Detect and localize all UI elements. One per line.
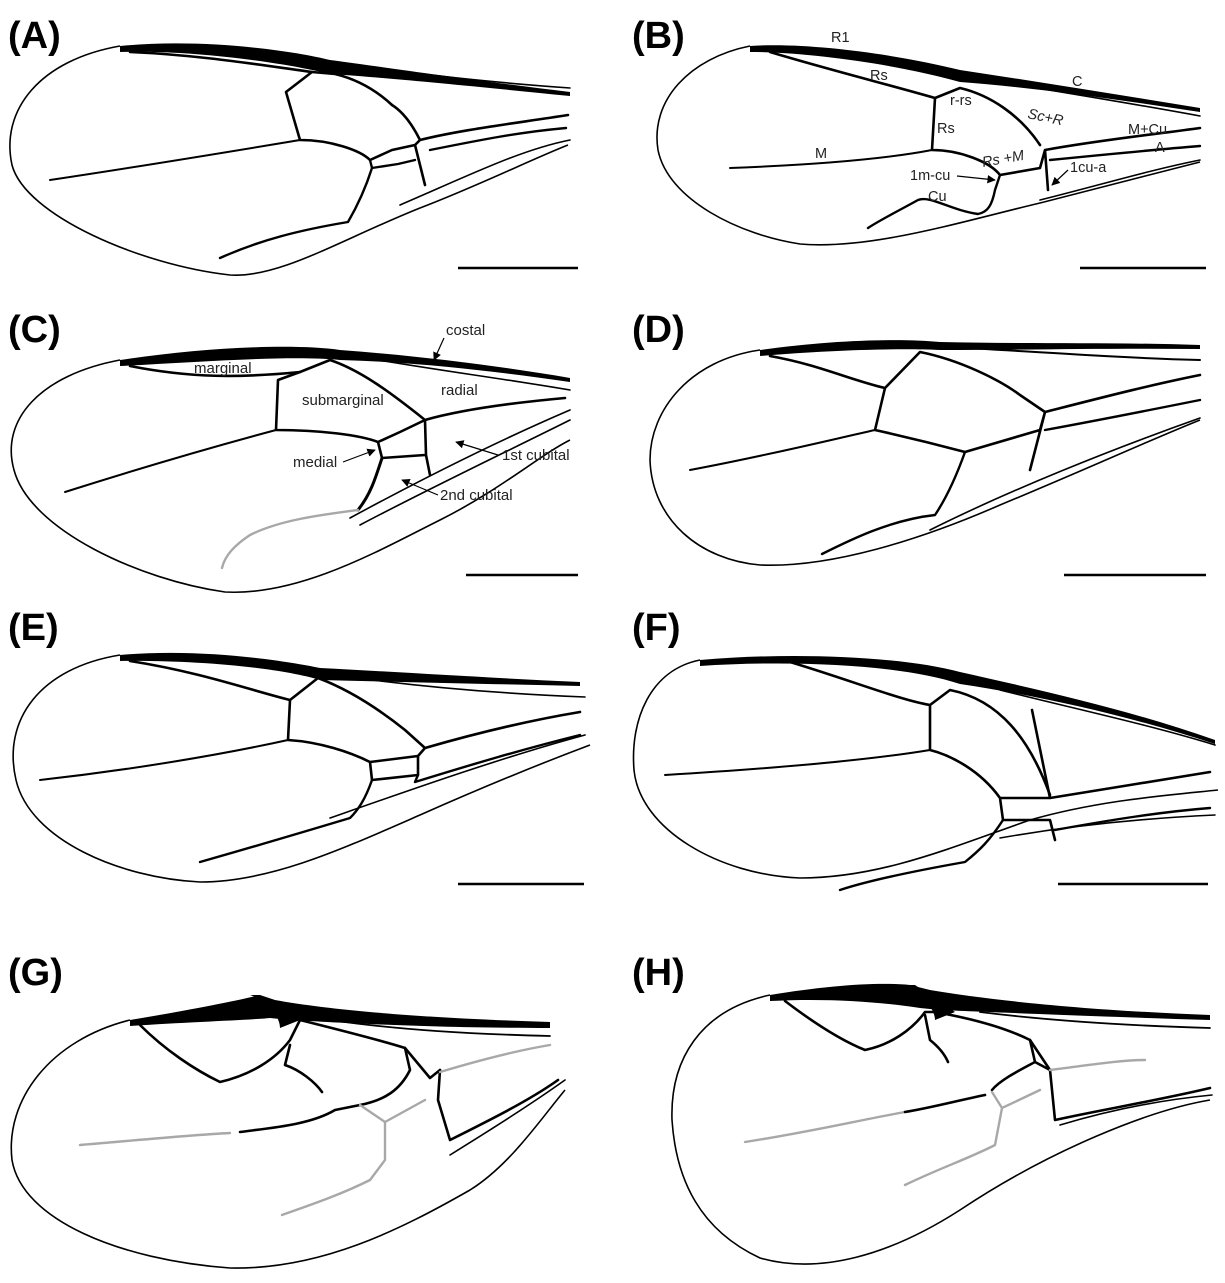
- wing-outline-f: [634, 660, 1218, 878]
- cubital-veins-d: [822, 400, 1200, 554]
- arrow-1cu-a: [1052, 170, 1068, 185]
- anal-vein-b: [1040, 160, 1200, 200]
- medial-vein-a: [50, 140, 300, 180]
- wing-outline-e: [13, 655, 590, 882]
- medial-vein-b: [730, 150, 932, 168]
- label-2nd-cubital: 2nd cubital: [440, 487, 513, 504]
- panel-label-c: (C): [8, 309, 61, 351]
- anal-vein-e: [330, 735, 585, 818]
- panel-g: (G): [8, 952, 565, 1268]
- label-1cu-a: 1cu-a: [1070, 160, 1107, 176]
- cubital-veins-b: [868, 146, 1200, 228]
- costal-margin-b: [750, 45, 1200, 112]
- panel-label-e: (E): [8, 607, 59, 649]
- medial-vein-c: [65, 430, 276, 492]
- anal-vein-d: [930, 418, 1200, 530]
- panel-h: (H): [632, 952, 1212, 1264]
- label-submarginal: submarginal: [302, 392, 384, 409]
- cubital-veins-e: [200, 735, 580, 862]
- medial-vein-f: [665, 750, 930, 775]
- panel-label-f: (F): [632, 607, 681, 649]
- wing-outline-d: [650, 350, 1200, 565]
- wing-outline-b: [657, 46, 1200, 245]
- label-medial: medial: [293, 454, 337, 471]
- panel-label-a: (A): [8, 15, 61, 57]
- label-1st-cubital: 1st cubital: [502, 447, 570, 464]
- panel-label-d: (D): [632, 309, 685, 351]
- anal-vein-f: [1000, 815, 1215, 838]
- wing-outline-h: [672, 995, 1210, 1264]
- arrow-costal: [434, 338, 444, 360]
- anal-vein-a: [400, 140, 570, 205]
- cell-veins-d: [875, 375, 1200, 470]
- label-c: C: [1072, 74, 1082, 90]
- panel-d: (D): [632, 309, 1206, 575]
- medial-dark-h: [905, 1095, 985, 1112]
- label-m: M: [815, 146, 827, 162]
- radial-vein-d: [770, 352, 1045, 412]
- label-a: A: [1155, 140, 1165, 156]
- panel-label-b: (B): [632, 15, 685, 57]
- wing-outline-c: [11, 360, 570, 592]
- faint-vein-c: [222, 510, 358, 568]
- subcostal-vein-b: [990, 80, 1200, 116]
- panel-f: (F): [632, 607, 1218, 890]
- arrow-medial: [343, 450, 375, 462]
- label-marginal: marginal: [194, 360, 252, 377]
- faint-veins-g: [282, 1045, 550, 1215]
- panel-label-h: (H): [632, 952, 685, 994]
- label-r-rs: r-rs: [950, 93, 972, 109]
- label-radial: radial: [441, 382, 478, 399]
- anal-veins-c: [350, 410, 570, 525]
- panel-a: (A): [8, 15, 578, 275]
- panel-e: (E): [8, 607, 590, 884]
- cell-veins-g: [240, 1045, 558, 1140]
- medial-vein-d: [690, 430, 875, 470]
- cell-veins-e: [288, 700, 580, 780]
- label-m-cu: M+Cu: [1128, 122, 1167, 138]
- costal-margin-e: [120, 653, 580, 686]
- label-r1: R1: [831, 30, 850, 46]
- label-rs-m: Rs +M: [981, 148, 1026, 171]
- cubital-veins-a: [220, 128, 566, 258]
- arrow-1m-cu: [957, 176, 995, 180]
- costal-margin-g: [130, 995, 550, 1028]
- label-rs-mid: Rs: [937, 121, 955, 137]
- label-cu: Cu: [928, 189, 947, 205]
- panel-c: (C) costal marginal submarginal radial m…: [8, 309, 578, 592]
- costal-margin-a: [120, 43, 570, 96]
- costal-margin-f: [700, 656, 1215, 744]
- anal-vein-g: [450, 1080, 565, 1155]
- medial-vein-e: [40, 740, 288, 780]
- panel-b: (B) R1 C Rs r-rs Sc+R M+Cu Rs A M Rs +M …: [632, 15, 1206, 268]
- label-rs-top: Rs: [870, 68, 888, 84]
- panel-label-g: (G): [8, 952, 63, 994]
- radial-vein-g: [140, 1020, 440, 1082]
- radial-vein-f: [790, 662, 1050, 795]
- costal-margin-h: [770, 984, 1210, 1020]
- label-sc-r: Sc+R: [1026, 106, 1065, 129]
- faint-veins-h: [905, 1060, 1145, 1185]
- label-1m-cu: 1m-cu: [910, 168, 950, 184]
- label-costal: costal: [446, 322, 485, 339]
- faint-medial-g: [80, 1133, 230, 1145]
- faint-medial-h: [745, 1112, 905, 1142]
- costal-margin-c: [120, 347, 570, 382]
